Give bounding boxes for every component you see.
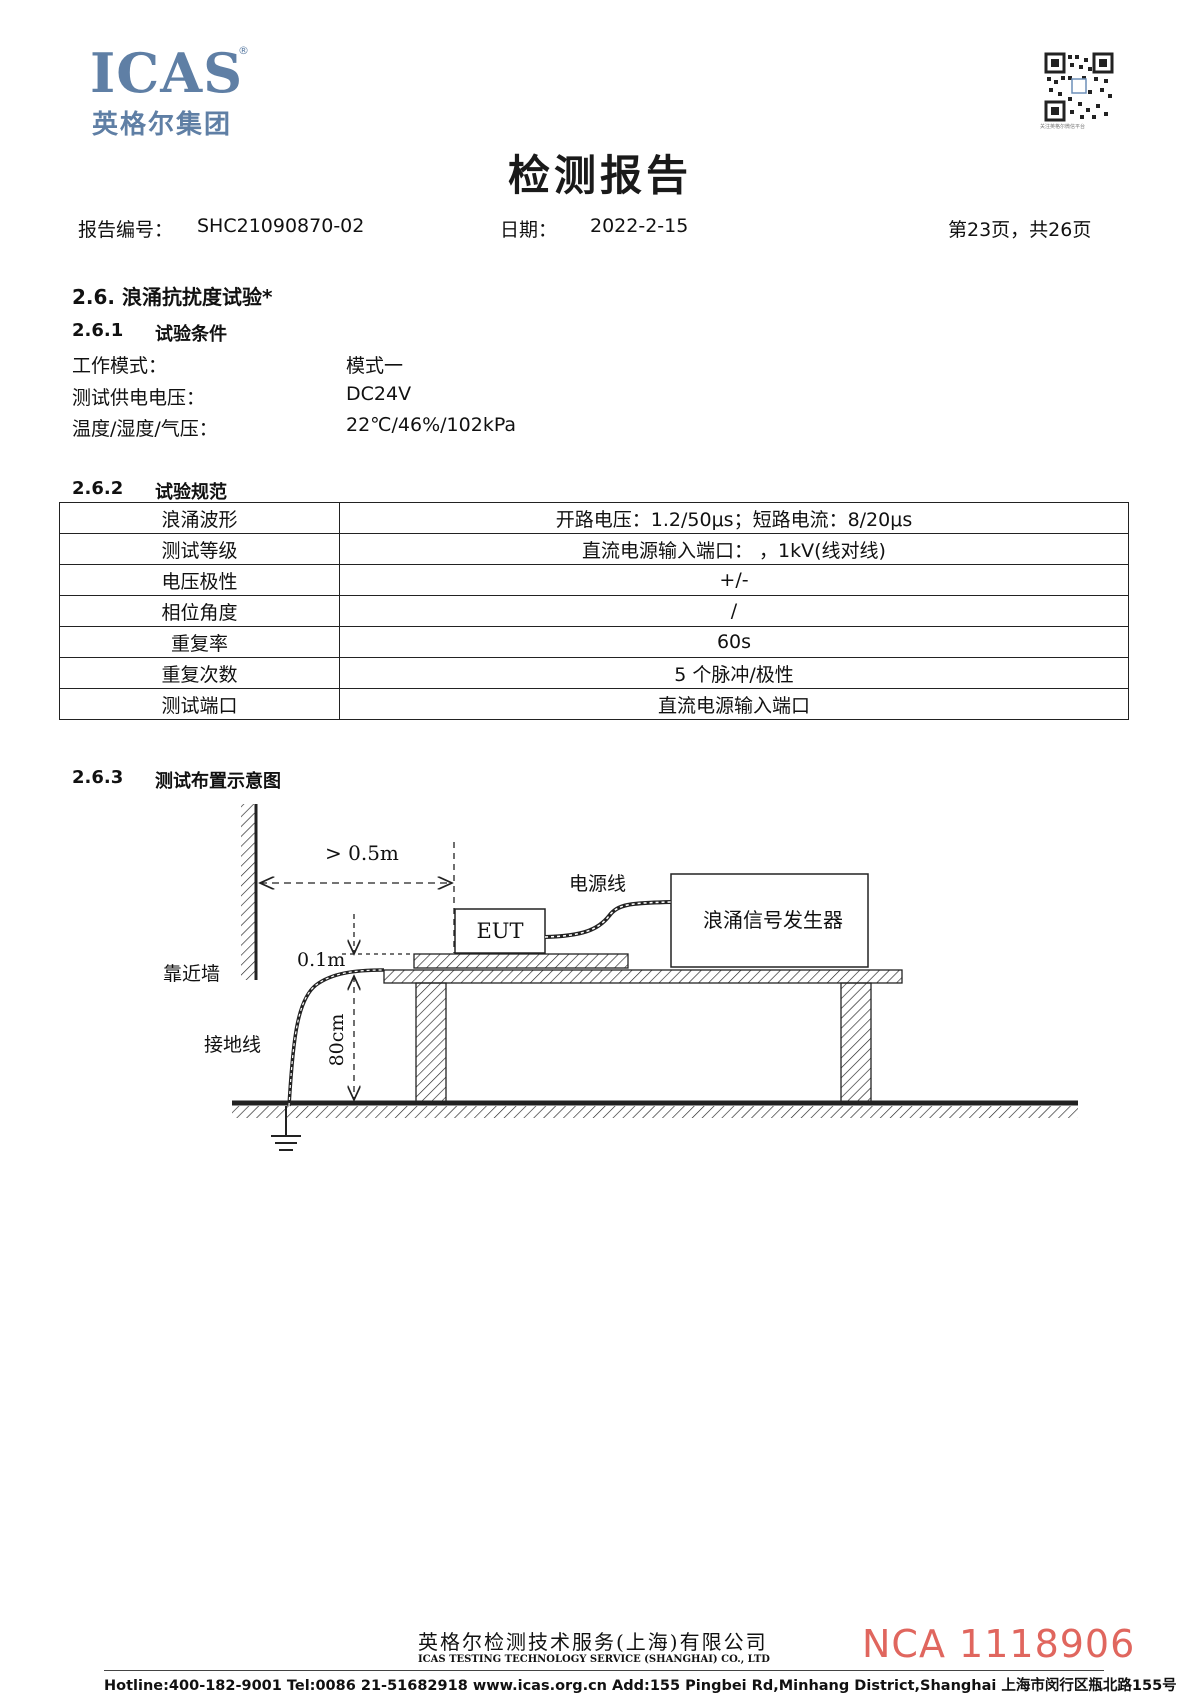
eut-label: EUT (476, 919, 523, 943)
condition-value: 22℃/46%/102kPa (346, 414, 517, 436)
eut-box (454, 908, 546, 954)
table-row: 相位角度 / (59, 595, 1129, 627)
condition-label: 温度/湿度/气压： (72, 418, 218, 440)
qr-code-icon (1044, 52, 1114, 122)
wall-distance-label: > 0.5m (325, 841, 399, 865)
spec-key: 重复率 (59, 626, 340, 658)
ground-plane (232, 1100, 1078, 1118)
spec-value: / (339, 595, 1129, 627)
report-date: 2022-2-15 (590, 215, 689, 237)
wall-label: 靠近墙 (163, 963, 220, 985)
spec-key: 电压极性 (59, 564, 340, 596)
conditions-heading: 试验条件 (155, 324, 227, 345)
footer-contact: Hotline:400-182-9001 Tel:0086 21-5168291… (104, 1678, 1177, 1694)
table-row: 测试等级 直流电源输入端口： ，1kV(线对线) (59, 533, 1129, 565)
table-row: 电压极性 +/- (59, 564, 1129, 596)
condition-value: 模式一 (346, 355, 404, 377)
table-leg-left (415, 982, 447, 1104)
spec-key: 测试端口 (59, 688, 340, 720)
table-top (383, 969, 903, 984)
spec-value: +/- (339, 564, 1129, 596)
spec-key: 相位角度 (59, 595, 340, 627)
table-height-label: 80cm (326, 1014, 348, 1067)
section-title: 2.6. 浪涌抗扰度试验* (72, 285, 273, 309)
condition-label: 工作模式： (72, 355, 168, 377)
surge-generator-box (670, 873, 869, 968)
report-number-label: 报告编号： (78, 219, 174, 241)
spec-key: 测试等级 (59, 533, 340, 565)
insulation-label: 0.1m (297, 949, 345, 971)
table-row: 测试端口 直流电源输入端口 (59, 688, 1129, 720)
nca-serial-number: NCA 1118906 (862, 1622, 1136, 1666)
table-row: 重复率 60s (59, 626, 1129, 658)
power-cable-label: 电源线 (569, 873, 626, 895)
company-logo-subtitle: 英格尔集团 (92, 110, 233, 140)
spec-key: 浪涌波形 (59, 502, 340, 534)
registered-mark: ® (238, 44, 249, 57)
insulation-support (413, 953, 629, 969)
table-leg-right (840, 982, 872, 1104)
qr-caption: 关注英格尔微信平台 (1040, 124, 1086, 130)
generator-label: 浪涌信号发生器 (703, 908, 843, 932)
power-cable (544, 900, 672, 939)
page-info: 第23页，共26页 (948, 219, 1092, 241)
conditions-heading-number: 2.6.1 (72, 320, 124, 341)
date-label: 日期： (500, 219, 558, 241)
spec-value: 5 个脉冲/极性 (339, 657, 1129, 689)
table-row: 浪涌波形 开路电压：1.2/50μs；短路电流：8/20μs (59, 502, 1129, 534)
table-row: 重复次数 5 个脉冲/极性 (59, 657, 1129, 689)
spec-key: 重复次数 (59, 657, 340, 689)
wall (241, 804, 258, 980)
spec-value: 60s (339, 626, 1129, 658)
footer-company-en: ICAS TESTING TECHNOLOGY SERVICE (SHANGHA… (418, 1654, 770, 1665)
ground-wire-label: 接地线 (204, 1034, 261, 1056)
layout-heading-number: 2.6.3 (72, 767, 124, 788)
test-spec-table: 浪涌波形 开路电压：1.2/50μs；短路电流：8/20μs 测试等级 直流电源… (59, 502, 1129, 720)
footer-divider (104, 1670, 1104, 1671)
layout-heading: 测试布置示意图 (155, 771, 281, 792)
spec-value: 开路电压：1.2/50μs；短路电流：8/20μs (339, 502, 1129, 534)
company-logo: ICAS (90, 41, 244, 105)
spec-value: 直流电源输入端口 (339, 688, 1129, 720)
footer-company-cn: 英格尔检测技术服务(上海)有限公司 (418, 1630, 768, 1654)
condition-label: 测试供电电压： (72, 387, 206, 409)
document-title: 检测报告 (507, 151, 692, 200)
spec-heading: 试验规范 (155, 482, 227, 503)
spec-value: 直流电源输入端口： ，1kV(线对线) (339, 533, 1129, 565)
report-number: SHC21090870-02 (197, 215, 365, 237)
test-setup-diagram: > 0.5m 电源线 EUT 浪涌信号发生器 0.1m 靠近墙 接地线 80cm (163, 804, 1078, 1151)
condition-value: DC24V (346, 383, 412, 405)
earth-ground-icon (271, 1106, 301, 1151)
spec-heading-number: 2.6.2 (72, 478, 124, 499)
